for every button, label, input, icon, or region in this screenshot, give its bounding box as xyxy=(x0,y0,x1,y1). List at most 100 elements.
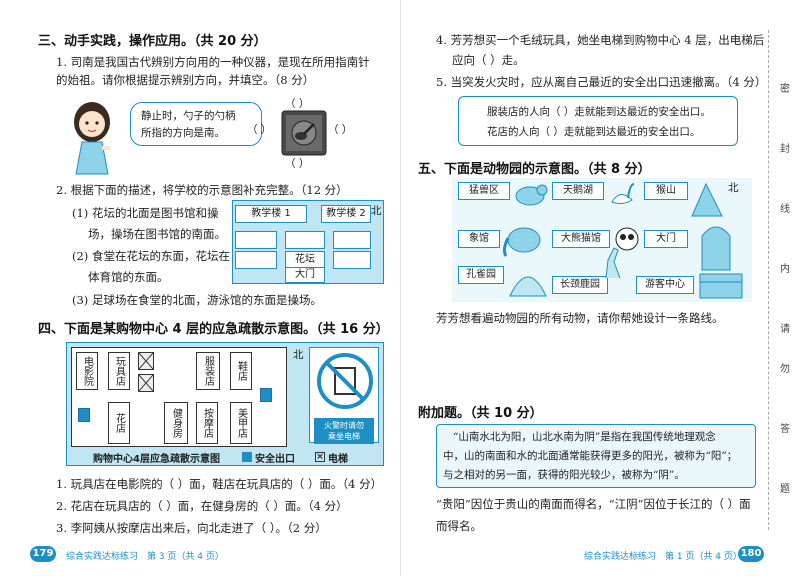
side-char-7: 答 xyxy=(780,424,790,435)
peacock-icon xyxy=(509,276,547,297)
zoo-north-label: 北 xyxy=(728,182,739,194)
sinan-paren-top[interactable]: （ ） xyxy=(285,98,310,110)
room-clothing-store: 服装店 xyxy=(196,352,220,390)
section-3-title: 三、动手实践，操作应用。（共 20 分） xyxy=(38,34,267,49)
zoo-monkey-hill: 猴山 xyxy=(644,182,688,200)
zoo-swan-lake: 天鹅湖 xyxy=(552,182,604,200)
sinan-compass-icon xyxy=(281,110,327,156)
box-line2: 花店的人向（ ）走就能到达最近的安全出口。 xyxy=(487,126,701,138)
room-gym: 健身房 xyxy=(164,402,188,444)
box-line1: 服装店的人向（ ）走就能到达最近的安全出口。 xyxy=(487,106,711,118)
monkey-hill-icon xyxy=(691,182,723,217)
school-flower-bed: 花坛 xyxy=(285,251,325,269)
q1-line2: 的始祖。请你根据提示辨别方向，并填空。（8 分） xyxy=(56,73,315,87)
q4-5: 5. 当突发火灾时，应从离自己最近的安全出口迅速撤离。（4 分） xyxy=(436,75,767,89)
q4-3: 3. 李阿姨从按摩店出来后，向北走进了（ ）。（2 分） xyxy=(56,521,327,535)
tiger-icon xyxy=(515,184,548,206)
seal-line xyxy=(768,30,769,530)
no-elevator-sign: 火警时请勿 乘坐电梯 xyxy=(309,347,379,444)
room-shoe-store: 鞋店 xyxy=(230,352,252,390)
q2-line1: 2. 根据下面的描述，将学校的示意图补充完整。（12 分） xyxy=(56,183,348,197)
mall-floor-plan: 电影院 玩具店 服装店 鞋店 花店 健身房 按摩店 美甲店 xyxy=(71,347,287,447)
school-building-1: 教学楼 1 xyxy=(235,205,307,223)
zoo-gate: 大门 xyxy=(644,230,688,248)
giraffe-icon xyxy=(605,247,621,279)
sinan-paren-right[interactable]: （ ） xyxy=(328,124,353,136)
zoo-question: 芳芳想看遍动物园的所有动物，请你帮她设计一条路线。 xyxy=(436,311,724,325)
right-page-number: 180 xyxy=(738,546,764,562)
room-cinema: 电影院 xyxy=(76,352,98,390)
sinan-paren-bottom[interactable]: （ ） xyxy=(285,158,310,170)
mall-caption: 购物中心4层应急疏散示意图 xyxy=(93,453,220,465)
extra-title: 附加题。（共 10 分） xyxy=(418,406,543,421)
speech-bubble: 静止时，勺子的勺柄 所指的方向是南。 xyxy=(130,102,262,146)
school-map: 教学楼 1 教学楼 2 花坛 大门 北 xyxy=(232,200,384,284)
side-char-2: 封 xyxy=(780,144,790,155)
zoo-panda-hall: 大熊猫馆 xyxy=(552,230,610,248)
exit-legend-label: 安全出口 xyxy=(254,453,295,465)
school-blank-5[interactable] xyxy=(333,251,371,269)
school-blank-4[interactable] xyxy=(235,251,277,269)
q4-2: 2. 花店在玩具店的（ ）面，在健身房的（ ）面。（4 分） xyxy=(56,499,348,513)
school-gate: 大门 xyxy=(285,267,325,283)
sign-line1: 火警时请勿 xyxy=(324,421,364,430)
zoo-giraffe-garden: 长颈鹿园 xyxy=(552,276,608,294)
mall-legend: 购物中心4层应急疏散示意图 安全出口 × 电梯 xyxy=(67,449,383,465)
zoo-map: 猛兽区 天鹅湖 猴山 象馆 大熊猫馆 大门 孔雀园 长颈鹿园 游客中心 北 xyxy=(452,178,752,302)
q2-item2a: (2) 食堂在花坛的东面，花坛在 xyxy=(72,249,230,263)
school-blank-1[interactable] xyxy=(235,231,277,249)
side-char-5: 请 xyxy=(780,324,790,335)
evacuation-box: 服装店的人向（ ）走就能到达最近的安全出口。 花店的人向（ ）走就能到达最近的安… xyxy=(458,96,738,146)
bubble-line2: 所指的方向是南。 xyxy=(141,127,225,139)
elevator-icon-2 xyxy=(138,374,154,392)
right-footer: 综合实践达标练习 第 1 页（共 4 页） xyxy=(584,552,742,562)
q2-item2b: 体育馆的东面。 xyxy=(88,270,169,284)
side-char-1: 密 xyxy=(780,84,790,95)
sign-line2: 乘坐电梯 xyxy=(328,432,360,441)
school-building-2: 教学楼 2 xyxy=(321,205,371,223)
exit-icon-west xyxy=(78,408,90,422)
extra-box: “山南水北为阳，山北水南为阴”是指在我国传统地理观念 中，山的南面和水的北面通常… xyxy=(436,424,756,488)
room-toy-store: 玩具店 xyxy=(108,352,130,390)
zoo-elephant-hall: 象馆 xyxy=(458,230,500,248)
side-char-3: 线 xyxy=(780,204,790,215)
exit-legend-icon xyxy=(241,452,252,462)
bubble-line1: 静止时，勺子的勺柄 xyxy=(141,110,236,122)
q4-1: 1. 玩具店在电影院的（ ）面，鞋店在玩具店的（ ）面。（4 分） xyxy=(56,477,383,491)
panda-icon xyxy=(615,227,639,251)
section-5-title: 五、下面是动物园的示意图。（共 8 分） xyxy=(418,162,651,177)
left-footer: 综合实践达标练习 第 3 页（共 4 页） xyxy=(66,552,224,562)
side-char-4: 内 xyxy=(780,264,790,275)
visitor-center-icon xyxy=(699,273,743,299)
mall-north-label: 北 xyxy=(293,349,304,361)
q2-item1a: (1) 花坛的北面是图书馆和操 xyxy=(72,206,219,220)
extra-question-line1: “贵阳”因位于贵山的南面而得名，“江阴”因位于长江的（ ）面 xyxy=(436,497,751,511)
mall-map: 电影院 玩具店 服装店 鞋店 花店 健身房 按摩店 美甲店 北 xyxy=(66,342,384,466)
zoo-beast-area: 猛兽区 xyxy=(458,182,510,200)
exit-icon-east xyxy=(260,388,272,402)
school-blank-2[interactable] xyxy=(285,231,325,249)
page-divider xyxy=(400,0,401,576)
zoo-visitor-center: 游客中心 xyxy=(636,276,694,294)
q4-4b: 应向（ ）走。 xyxy=(452,53,525,67)
side-char-6: 勿 xyxy=(780,364,790,375)
q2-item3: (3) 足球场在食堂的北面，游泳馆的东面是操场。 xyxy=(72,293,322,307)
no-elevator-icon xyxy=(317,353,373,409)
extra-box-line1: “山南水北为阳，山北水南为阴”是指在我国传统地理观念 xyxy=(453,431,716,443)
room-flower-shop: 花店 xyxy=(108,402,130,444)
q1-line1: 1. 司南是我国古代辨别方向用的一种仪器，是现在所用指南针 xyxy=(56,55,370,69)
q2-item1b: 场，操场在图书馆的南面。 xyxy=(88,227,226,241)
section-4-title: 四、下面是某购物中心 4 层的应急疏散示意图。（共 16 分） xyxy=(38,322,389,337)
side-char-8: 题 xyxy=(780,484,790,495)
q4-4a: 4. 芳芳想买一个毛绒玩具，她坐电梯到购物中心 4 层，出电梯后 xyxy=(436,33,765,47)
room-massage-shop: 按摩店 xyxy=(196,402,218,444)
sinan-paren-left[interactable]: （ ） xyxy=(247,124,272,136)
girl-illustration xyxy=(74,102,110,175)
school-north-label: 北 xyxy=(371,205,382,217)
elevator-legend-label: 电梯 xyxy=(327,453,348,465)
swan-icon xyxy=(611,183,635,205)
gate-building-icon xyxy=(701,226,731,271)
school-blank-3[interactable] xyxy=(333,231,371,249)
left-page-number: 179 xyxy=(30,546,56,562)
extra-box-line2: 中，山的南面和水的北面通常能获得更多的阳光，被称为“阳”； xyxy=(443,450,738,462)
